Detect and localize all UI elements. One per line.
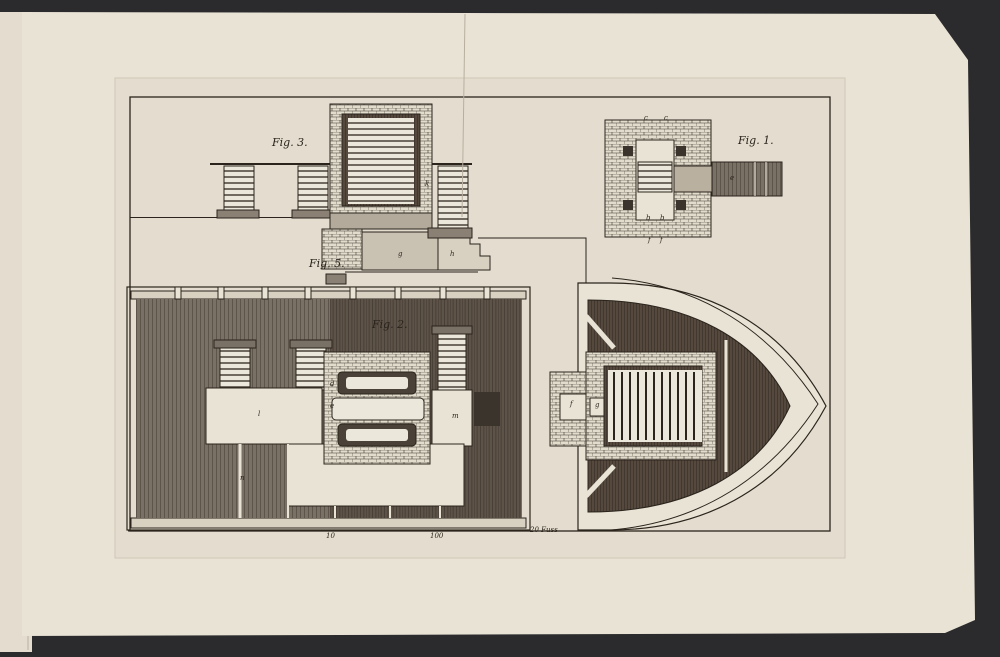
boat-letter-f: f: [570, 400, 573, 408]
scale-mark-10: 10: [326, 532, 335, 540]
scale-mark-100: 100: [430, 532, 444, 540]
fig3-section: [130, 13, 491, 273]
letter-l: l: [258, 410, 261, 418]
letter-m: m: [452, 412, 459, 420]
boat-letter-g: g: [595, 401, 600, 409]
fig2-plan: [126, 286, 532, 532]
letter-g: g: [398, 250, 403, 258]
letter-n: n: [240, 474, 245, 482]
boat-plan: [549, 277, 827, 531]
letter-d: d: [330, 380, 335, 388]
letter-k: k: [425, 180, 430, 188]
fig1-plan: [604, 119, 783, 238]
letter-c2: c: [664, 114, 668, 122]
letter-f1: f: [648, 236, 651, 244]
letter-b2: b: [660, 214, 665, 222]
scale-unit: 20 Fuss: [530, 526, 558, 534]
fig1-caption: Fig. 1.: [738, 134, 774, 147]
letter-f2: f: [660, 236, 663, 244]
letter-h: h: [450, 250, 455, 258]
letter-e: e: [730, 174, 735, 182]
fig2-caption: Fig. 2.: [372, 318, 408, 331]
fig3-caption: Fig. 3.: [272, 136, 308, 149]
fig5-caption: Fig. 5.: [309, 257, 345, 270]
letter-e2: e: [330, 402, 335, 410]
letter-c1: c: [644, 114, 648, 122]
letter-b1: b: [646, 214, 651, 222]
